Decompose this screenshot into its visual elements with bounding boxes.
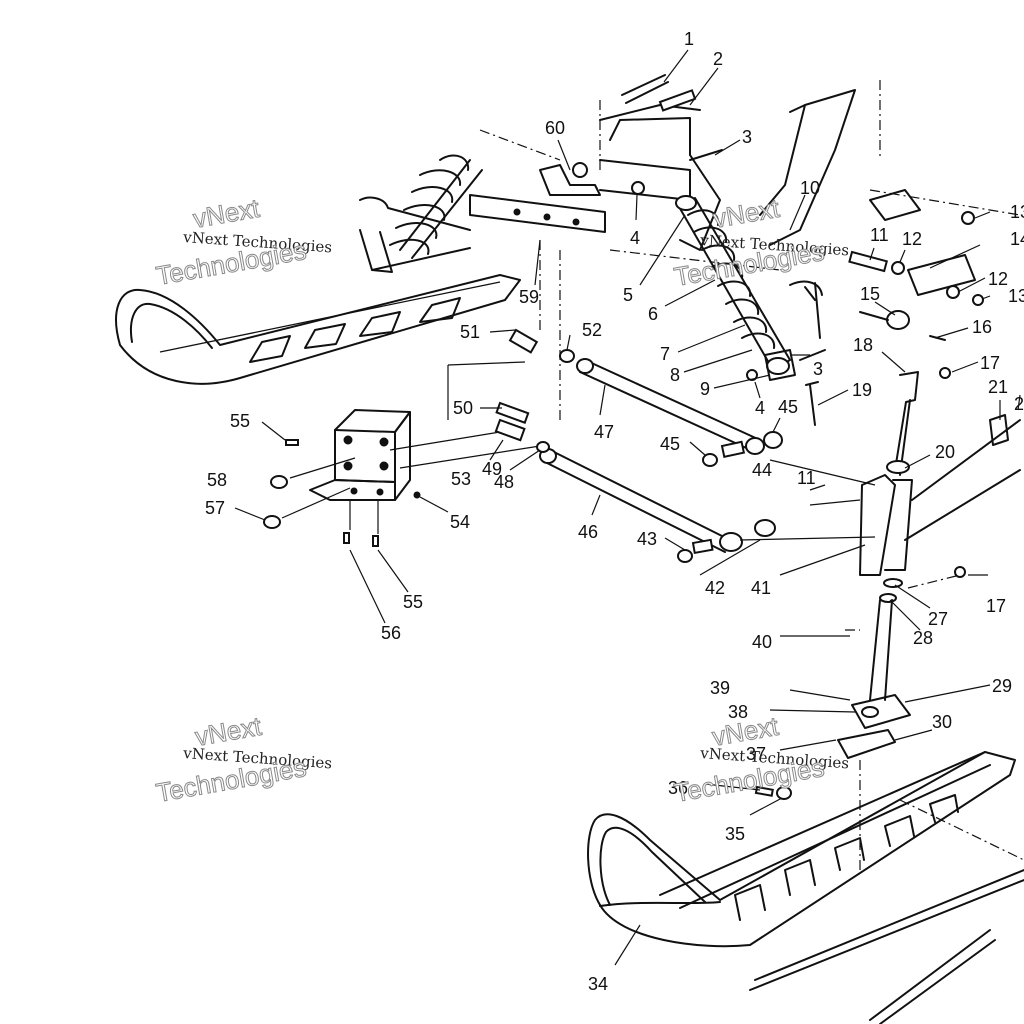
callout-53: 53 xyxy=(451,469,471,489)
radius-rods xyxy=(539,358,876,563)
mounting-bracket xyxy=(263,328,575,547)
callout-49: 49 xyxy=(482,459,502,479)
callout-5: 5 xyxy=(623,285,633,305)
front-shock xyxy=(675,195,796,381)
callout-34: 34 xyxy=(588,974,608,994)
callout-30: 30 xyxy=(932,712,952,732)
callout-45-b: 45 xyxy=(778,397,798,417)
svg-text:vNext: vNext xyxy=(711,193,782,234)
callout-27: 27 xyxy=(928,609,948,629)
callout-39: 39 xyxy=(710,678,730,698)
callout-47: 47 xyxy=(594,422,614,442)
callout-11: 11 xyxy=(870,225,889,245)
callout-9: 9 xyxy=(700,379,710,399)
callout-12: 12 xyxy=(902,229,922,249)
callout-19: 19 xyxy=(852,380,872,400)
callout-22: 22 xyxy=(1014,394,1024,414)
left-ski xyxy=(115,274,521,385)
chassis-frame xyxy=(469,80,1021,420)
callout-numbers: 1 2 3 3 4 4 5 6 7 8 9 10 11 11 12 12 13 … xyxy=(205,29,1024,994)
callout-55-b: 55 xyxy=(403,592,423,612)
callout-42: 42 xyxy=(705,578,725,598)
callout-40: 40 xyxy=(752,632,772,652)
callout-43: 43 xyxy=(637,529,657,549)
callout-48: 48 xyxy=(494,472,514,492)
callout-6: 6 xyxy=(648,304,658,324)
callout-55: 55 xyxy=(230,411,250,431)
callout-7: 7 xyxy=(660,344,670,364)
callout-8: 8 xyxy=(670,365,680,385)
callout-11-b: 11 xyxy=(797,468,816,488)
front-ski xyxy=(587,729,1024,1024)
svg-text:vNext: vNext xyxy=(191,193,262,234)
callout-13-b: 13 xyxy=(1008,286,1024,306)
callout-54: 54 xyxy=(450,512,470,532)
callout-56: 56 xyxy=(381,623,401,643)
callout-16: 16 xyxy=(972,317,992,337)
callout-28: 28 xyxy=(913,628,933,648)
spindle-assembly xyxy=(845,367,1021,729)
callout-58: 58 xyxy=(207,470,227,490)
callout-57: 57 xyxy=(205,498,225,518)
callout-4-b: 4 xyxy=(755,398,765,418)
callout-leaders xyxy=(234,49,1021,966)
callout-36: 36 xyxy=(668,778,688,798)
callout-59: 59 xyxy=(519,287,539,307)
callout-41: 41 xyxy=(751,578,771,598)
callout-38: 38 xyxy=(728,702,748,722)
callout-50: 50 xyxy=(453,398,473,418)
callout-21: 21 xyxy=(988,377,1008,397)
callout-44: 44 xyxy=(752,460,772,480)
callout-52: 52 xyxy=(582,320,602,340)
callout-18: 18 xyxy=(853,335,873,355)
left-shock-assembly xyxy=(359,129,561,273)
callout-2: 2 xyxy=(713,49,723,69)
callout-3-b: 3 xyxy=(813,359,823,379)
callout-17-b: 17 xyxy=(986,596,1006,616)
callout-60: 60 xyxy=(545,118,565,138)
callout-12-b: 12 xyxy=(988,269,1008,289)
callout-10: 10 xyxy=(800,178,820,198)
callout-13: 13 xyxy=(1010,202,1024,222)
callout-1: 1 xyxy=(684,29,694,49)
callout-51: 51 xyxy=(460,322,480,342)
callout-17: 17 xyxy=(980,353,1000,373)
callout-14: 14 xyxy=(1010,229,1024,249)
callout-4: 4 xyxy=(630,228,640,248)
callout-15: 15 xyxy=(860,284,880,304)
callout-20: 20 xyxy=(935,442,955,462)
callout-45: 45 xyxy=(660,434,680,454)
callout-46: 46 xyxy=(578,522,598,542)
callout-3: 3 xyxy=(742,127,752,147)
hardware-top xyxy=(572,74,984,426)
callout-37: 37 xyxy=(746,744,766,764)
callout-29: 29 xyxy=(992,676,1012,696)
watermark-top-left: vNext vNext Technologies Technologies xyxy=(153,192,332,291)
callout-35: 35 xyxy=(725,824,745,844)
watermark-bottom-left: vNext vNext Technologies Technologies xyxy=(153,710,332,808)
